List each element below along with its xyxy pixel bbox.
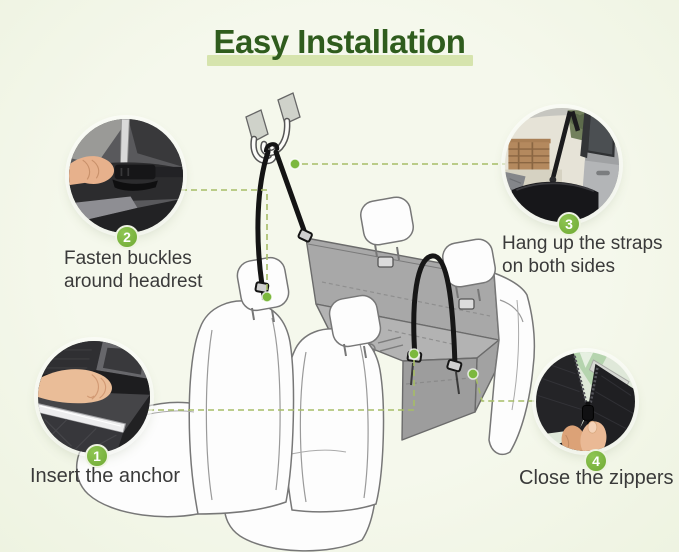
step-badge-4: 4 xyxy=(584,449,608,473)
hand-icon xyxy=(69,156,115,186)
photo-hang-straps xyxy=(505,108,619,222)
caption-line: on both sides xyxy=(502,256,616,278)
bench-right-section xyxy=(488,271,536,456)
caption-line: Hang up the straps xyxy=(502,233,663,254)
page-title: Easy Installation xyxy=(213,23,466,60)
zipper-teeth-icon xyxy=(573,355,589,408)
step-badge-2: 2 xyxy=(115,225,139,249)
fabric-panel-left xyxy=(536,352,588,436)
caption-line: Fasten buckles xyxy=(64,248,192,269)
anchor-insert-photo-icon xyxy=(38,341,150,453)
zipper-photo-icon xyxy=(536,352,635,451)
caption-line: around headrest xyxy=(64,271,203,293)
title-highlight xyxy=(207,55,473,66)
strap-icon xyxy=(550,110,581,180)
grab-handle-hooks-icon xyxy=(245,92,301,165)
hanging-straps-icon xyxy=(254,142,313,301)
step-badge-3: 3 xyxy=(557,212,581,236)
finger-icon xyxy=(580,421,607,451)
caption-insert-anchor: Insert the anchor xyxy=(30,464,180,488)
photo-insert-anchor xyxy=(38,341,150,453)
callout-dots xyxy=(261,158,479,380)
caption-close-zippers: Close the zippers xyxy=(519,466,674,490)
zipper-slider-icon xyxy=(582,404,594,421)
callout-connectors xyxy=(148,163,537,411)
caption-line: Close the zippers xyxy=(519,467,674,489)
caption-hang-straps: Hang up the straps on both sides xyxy=(502,232,663,278)
step-badge-1: 1 xyxy=(85,444,109,468)
rear-headrests xyxy=(360,196,496,310)
buckle-headrest-photo-icon xyxy=(69,119,183,233)
buckle-icon xyxy=(114,164,156,180)
caption-fasten-buckles: Fasten buckles around headrest xyxy=(64,247,202,293)
hand-icon xyxy=(38,369,112,404)
photo-fasten-buckles xyxy=(69,119,183,233)
caption-line: Insert the anchor xyxy=(30,465,181,487)
window-straps-photo-icon xyxy=(505,108,619,222)
photo-close-zippers xyxy=(536,352,635,451)
